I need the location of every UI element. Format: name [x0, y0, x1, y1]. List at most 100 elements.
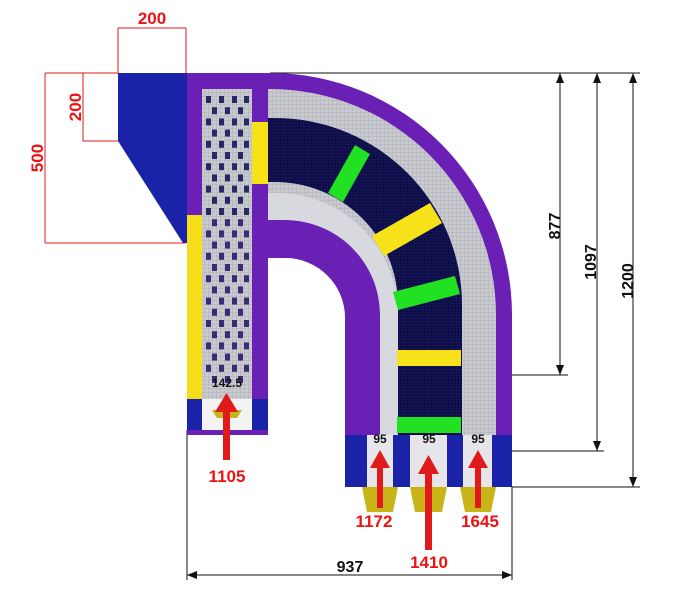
perforation-slot — [212, 219, 217, 227]
perforation-slot — [206, 230, 211, 238]
perforation-slot — [212, 196, 217, 204]
perforation-slot — [244, 275, 249, 283]
perforation-slot — [244, 185, 249, 193]
perforation-slot — [219, 96, 224, 103]
perforation-slot — [212, 107, 217, 115]
right-divider-wall — [252, 215, 268, 400]
dim-top-200: 200 — [138, 9, 166, 28]
perforation-slot — [212, 286, 217, 294]
perforation-slot — [238, 308, 243, 316]
bottom-dimension-line — [186, 430, 513, 580]
perforation-slot — [206, 320, 211, 327]
perforation-slot — [244, 342, 249, 350]
dim-left-200: 200 — [66, 93, 85, 121]
perforation-slot — [206, 185, 211, 193]
perforation-slot — [244, 96, 249, 103]
perforation-slot — [238, 219, 243, 227]
flow-right-label: 1645 — [461, 512, 499, 531]
outlet-block-mid-2 — [447, 435, 463, 487]
perforation-slot — [219, 163, 224, 171]
flow-arrow-main — [215, 393, 238, 460]
perforation-slot — [232, 118, 237, 126]
perforation-slot — [225, 107, 230, 115]
perforation-slot — [219, 252, 224, 260]
perforation-slot — [225, 219, 230, 227]
perforation-slot — [238, 152, 243, 159]
dim-877: 877 — [547, 213, 564, 240]
perforation-slot — [225, 129, 230, 137]
perforation-slot — [232, 275, 237, 283]
perforation-slot — [238, 241, 243, 249]
perforation-slot — [206, 208, 211, 215]
perforation-slot — [219, 185, 224, 193]
dim-1097: 1097 — [583, 244, 600, 280]
perforation-slot — [244, 230, 249, 238]
perforation-slot — [232, 342, 237, 350]
perforation-slot — [225, 264, 230, 271]
perforation-slot — [244, 140, 249, 148]
perforation-slot — [238, 196, 243, 204]
inner-wall — [268, 220, 380, 435]
perforation-slot — [206, 163, 211, 171]
flow-middle-label: 1410 — [410, 553, 448, 572]
perforation-slot — [244, 252, 249, 260]
perforation-slot — [232, 297, 237, 305]
perforation-slot — [212, 376, 217, 383]
perforation-slots — [206, 96, 249, 383]
right-dimension-lines — [270, 72, 640, 488]
perforation-slot — [238, 353, 243, 361]
inner-gray-band — [268, 193, 398, 435]
perforation-slot — [244, 320, 249, 327]
dim-937: 937 — [337, 559, 364, 576]
vane-yellow-diagonal — [372, 203, 442, 256]
perforation-slot — [244, 118, 249, 126]
perforation-slot — [244, 297, 249, 305]
left-dimension-lines — [44, 27, 187, 244]
perforation-slot — [219, 297, 224, 305]
perforation-slot — [225, 331, 230, 339]
perforation-slot — [206, 364, 211, 372]
dim-1200: 1200 — [620, 263, 637, 299]
perforation-slot — [206, 297, 211, 305]
perforation-slot — [219, 140, 224, 148]
perforation-slot — [238, 331, 243, 339]
perforation-slot — [232, 208, 237, 215]
perforation-slot — [212, 264, 217, 271]
perforation-slot — [244, 208, 249, 215]
perforation-slot — [232, 252, 237, 260]
perforation-slot — [212, 308, 217, 316]
dim-left-500: 500 — [28, 144, 47, 172]
nozzle-1-label: 95 — [373, 432, 387, 446]
perforation-slot — [232, 364, 237, 372]
vane-green-bottom — [397, 417, 461, 433]
perforation-slot — [212, 152, 217, 159]
perforation-slot — [225, 286, 230, 294]
perforation-slot — [225, 174, 230, 182]
perforation-slot — [238, 107, 243, 115]
perforation-slot — [212, 353, 217, 361]
perforation-slot — [232, 230, 237, 238]
flow-arrow-middle — [418, 455, 439, 550]
perforation-slot — [238, 376, 243, 383]
perforation-slot — [219, 342, 224, 350]
perforation-slot — [225, 152, 230, 159]
perforation-slot — [212, 331, 217, 339]
perforation-slot — [238, 264, 243, 271]
perforation-slot — [244, 364, 249, 372]
outlet-block-mid-1 — [393, 435, 410, 487]
center-opening — [268, 258, 345, 435]
perforation-slot — [232, 320, 237, 327]
perforation-slot — [232, 140, 237, 148]
perforation-slot — [206, 140, 211, 148]
perforation-slot — [206, 118, 211, 126]
perforation-slot — [219, 275, 224, 283]
inlet-width-label: 142.5 — [212, 376, 242, 390]
perforation-slot — [206, 275, 211, 283]
perforation-slot — [212, 129, 217, 137]
flow-main-label: 1105 — [209, 467, 246, 486]
nozzle-3-label: 95 — [471, 432, 485, 446]
perforation-slot — [219, 320, 224, 327]
vane-yellow-top — [252, 122, 268, 184]
